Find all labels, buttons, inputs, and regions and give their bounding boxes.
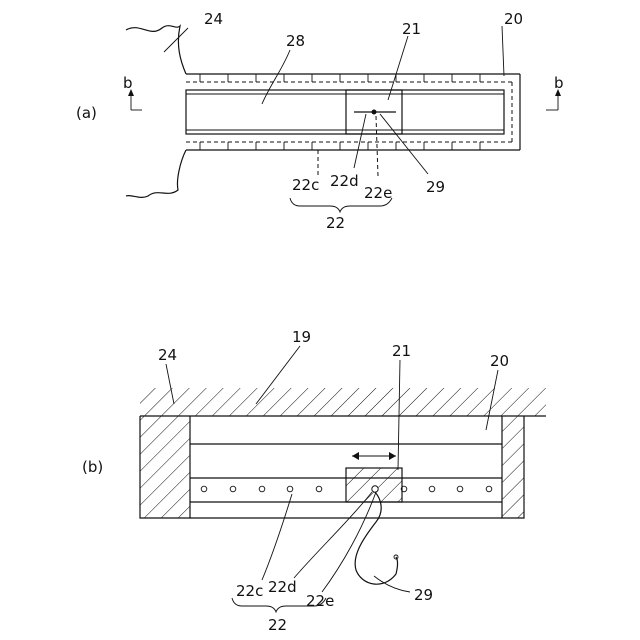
section-label-left: b <box>123 74 133 92</box>
view-b: (b) <box>82 328 546 634</box>
label-a-22d: 22d <box>330 172 359 190</box>
wall-hatch-left <box>140 416 190 518</box>
leader-a-20 <box>502 26 504 76</box>
label-a-22c: 22c <box>292 176 319 194</box>
label-b-24: 24 <box>158 346 177 364</box>
label-b-29: 29 <box>414 586 433 604</box>
leader-a-29 <box>380 114 428 174</box>
break-line-top <box>126 26 186 74</box>
leader-a-24 <box>164 28 188 52</box>
label-a-20: 20 <box>504 10 523 28</box>
leader-b-22d <box>294 492 372 578</box>
leader-a-22d <box>354 114 366 168</box>
leader-b-22e <box>322 492 376 592</box>
label-b-21: 21 <box>392 342 411 360</box>
label-a-28: 28 <box>286 32 305 50</box>
leader-a-22e <box>376 116 378 176</box>
rail-end-hatch <box>502 416 524 518</box>
section-mark-right <box>546 89 561 110</box>
label-a-29: 29 <box>426 178 445 196</box>
leader-b-22c <box>262 494 292 580</box>
view-a: (a) <box>76 10 564 232</box>
label-b-22d: 22d <box>268 578 297 596</box>
label-b-22e: 22e <box>306 592 334 610</box>
hook-pin <box>372 110 377 115</box>
hook <box>355 492 397 584</box>
label-a-22: 22 <box>326 214 345 232</box>
label-b-19: 19 <box>292 328 311 346</box>
label-b-20: 20 <box>490 352 509 370</box>
label-a-21: 21 <box>402 20 421 38</box>
view-a-label: (a) <box>76 104 97 122</box>
label-b-22: 22 <box>268 616 287 634</box>
slide-direction-arrow <box>352 452 396 460</box>
break-line-bottom <box>126 150 186 197</box>
ceiling-hatch <box>140 388 546 416</box>
section-label-right: b <box>554 74 564 92</box>
rail-slot <box>186 90 504 134</box>
hidden-holes <box>200 74 480 150</box>
slider-hole <box>372 486 378 492</box>
leader-a-28 <box>262 50 290 104</box>
section-mark-left <box>128 89 142 110</box>
label-b-22c: 22c <box>236 582 263 600</box>
view-b-label: (b) <box>82 458 103 476</box>
label-a-24: 24 <box>204 10 223 28</box>
label-a-22e: 22e <box>364 184 392 202</box>
